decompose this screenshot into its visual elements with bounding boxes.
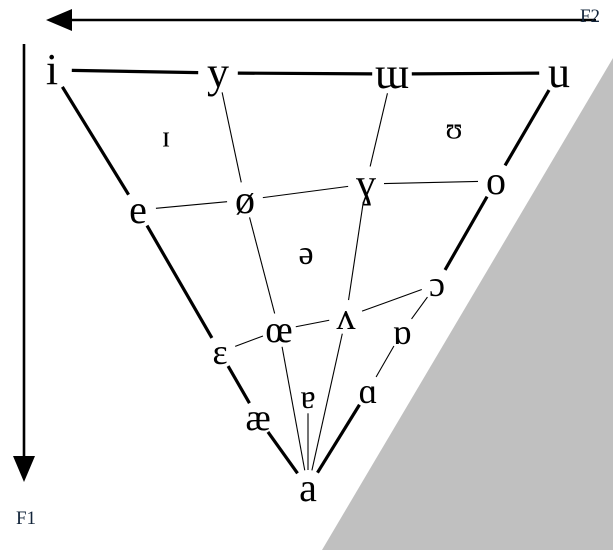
vowel-symbol-turned-a[interactable]: ɐ xyxy=(300,379,316,416)
vowel-edge-o-slash-oe xyxy=(249,217,276,314)
vowel-edge-o-open-o xyxy=(443,195,489,271)
vowel-connection-lines xyxy=(61,68,551,475)
vowel-symbol-script-a[interactable]: ɑ xyxy=(358,371,378,411)
vowel-symbol-open-o[interactable]: ɔ xyxy=(429,264,445,304)
vowel-edge-epsilon-oe xyxy=(234,335,264,347)
vowel-edge-turned-v-a xyxy=(311,333,343,471)
vowel-symbol-ash[interactable]: æ xyxy=(245,397,271,439)
vowel-edge-turned-a-script-script-a xyxy=(375,345,395,378)
vowel-edge-gamma-o xyxy=(383,180,479,185)
vowel-symbol-u[interactable]: u xyxy=(548,48,570,97)
vowel-edge-script-a-a xyxy=(316,403,361,474)
vowel-symbol-y[interactable]: y xyxy=(207,48,229,97)
vowel-symbol-turned-a-script[interactable]: ɒ xyxy=(392,312,412,352)
f2-axis-arrowhead-icon xyxy=(46,9,72,31)
vowel-symbol-small-i[interactable]: ɪ xyxy=(161,118,171,154)
f2-axis-label: F2 xyxy=(579,6,601,27)
vowel-edge-y-turned-m xyxy=(237,71,373,76)
vowel-symbol-o[interactable]: o xyxy=(486,158,506,203)
vowel-edge-ash-a xyxy=(266,430,299,475)
f1-axis-label: F1 xyxy=(15,508,37,529)
vowel-edge-turned-v-open-o xyxy=(361,289,422,312)
vowel-symbol-oe[interactable]: œ xyxy=(265,309,293,351)
vowel-symbol-schwa[interactable]: ə xyxy=(298,235,314,272)
vowel-symbol-gamma[interactable]: ɣ xyxy=(356,161,376,206)
vowel-symbol-o-slash[interactable]: ø xyxy=(235,177,255,222)
f1-axis-arrowhead-icon xyxy=(13,456,35,482)
vowel-edge-u-o xyxy=(503,89,551,167)
vowel-symbol-e[interactable]: e xyxy=(129,187,147,232)
vowel-edge-i-y xyxy=(71,68,199,75)
vowel-edge-turned-m-u xyxy=(411,71,540,76)
vowel-symbol-epsilon[interactable]: ɛ xyxy=(212,332,228,372)
vowel-edge-turned-m-gamma xyxy=(369,93,388,167)
vowel-edge-oe-a xyxy=(281,346,306,471)
vowel-symbol-a[interactable]: a xyxy=(299,465,317,510)
vowel-symbol-i[interactable]: i xyxy=(45,45,59,94)
vowel-symbol-turned-v[interactable]: ʌ xyxy=(336,296,356,338)
vowel-edge-oe-turned-v xyxy=(295,319,330,328)
vowel-edge-open-o-turned-a-script xyxy=(411,296,428,320)
formant-axes xyxy=(13,9,596,482)
vowel-edge-y-o-slash xyxy=(221,92,242,183)
vowel-edge-e-o-slash xyxy=(155,201,228,209)
vowel-edge-o-slash-gamma xyxy=(262,185,349,199)
vowel-edge-gamma-turned-v xyxy=(347,201,364,301)
vowel-edge-epsilon-ash xyxy=(226,365,251,404)
vowel-edge-i-e xyxy=(61,86,130,196)
vowel-edge-e-epsilon xyxy=(145,224,214,339)
vowel-symbol-upsilon[interactable]: ʊ xyxy=(445,110,463,146)
vowel-symbol-turned-m[interactable]: ɯ xyxy=(374,49,410,98)
shaded-corner-region xyxy=(322,58,613,550)
